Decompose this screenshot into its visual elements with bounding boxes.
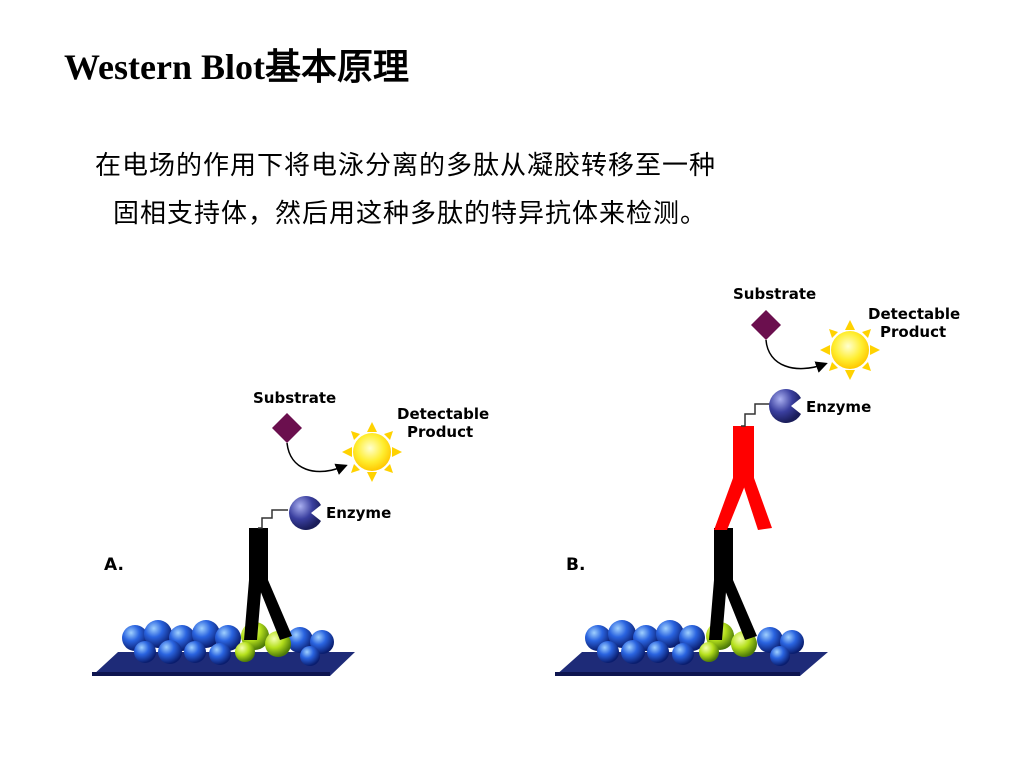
reaction-arrow [765,339,828,373]
enzyme-label: Enzyme [326,504,391,522]
description-line-2: 固相支持体，然后用这种多肽的特异抗体来检测。 [113,199,708,229]
linker [741,403,770,427]
detectable-product-icon [820,320,880,380]
description-line-1: 在电场的作用下将电泳分离的多肽从凝胶转移至一种 [95,151,717,181]
linker [258,509,288,529]
substrate-icon [751,310,781,340]
primary-antibody [244,528,292,640]
protein-beads [122,620,334,666]
enzyme-label: Enzyme [806,398,871,416]
product-label-line1: Detectable [397,405,489,423]
substrate-label: Substrate [253,389,336,407]
slide-title: Western Blot基本原理 [64,47,409,87]
protein-beads [585,620,804,666]
substrate-label: Substrate [733,285,816,303]
product-label-line1: Detectable [868,305,960,323]
product-label-line2: Product [407,423,473,441]
panel-b: B. [555,285,960,676]
detectable-product-icon [342,422,402,482]
enzyme-icon [769,388,801,424]
panel-a-label: A. [104,555,124,575]
description: 在电场的作用下将电泳分离的多肽从凝胶转移至一种 固相支持体，然后用这种多肽的特异… [95,142,975,238]
product-label-line2: Product [880,323,946,341]
membrane-edge [92,672,330,676]
secondary-antibody [714,426,772,530]
membrane-edge [555,672,800,676]
reaction-arrow [286,442,348,475]
panel-b-label: B. [566,555,585,575]
substrate-icon [272,413,302,443]
panel-a: A. [92,389,489,676]
enzyme-icon [289,496,321,531]
primary-antibody [709,528,757,640]
